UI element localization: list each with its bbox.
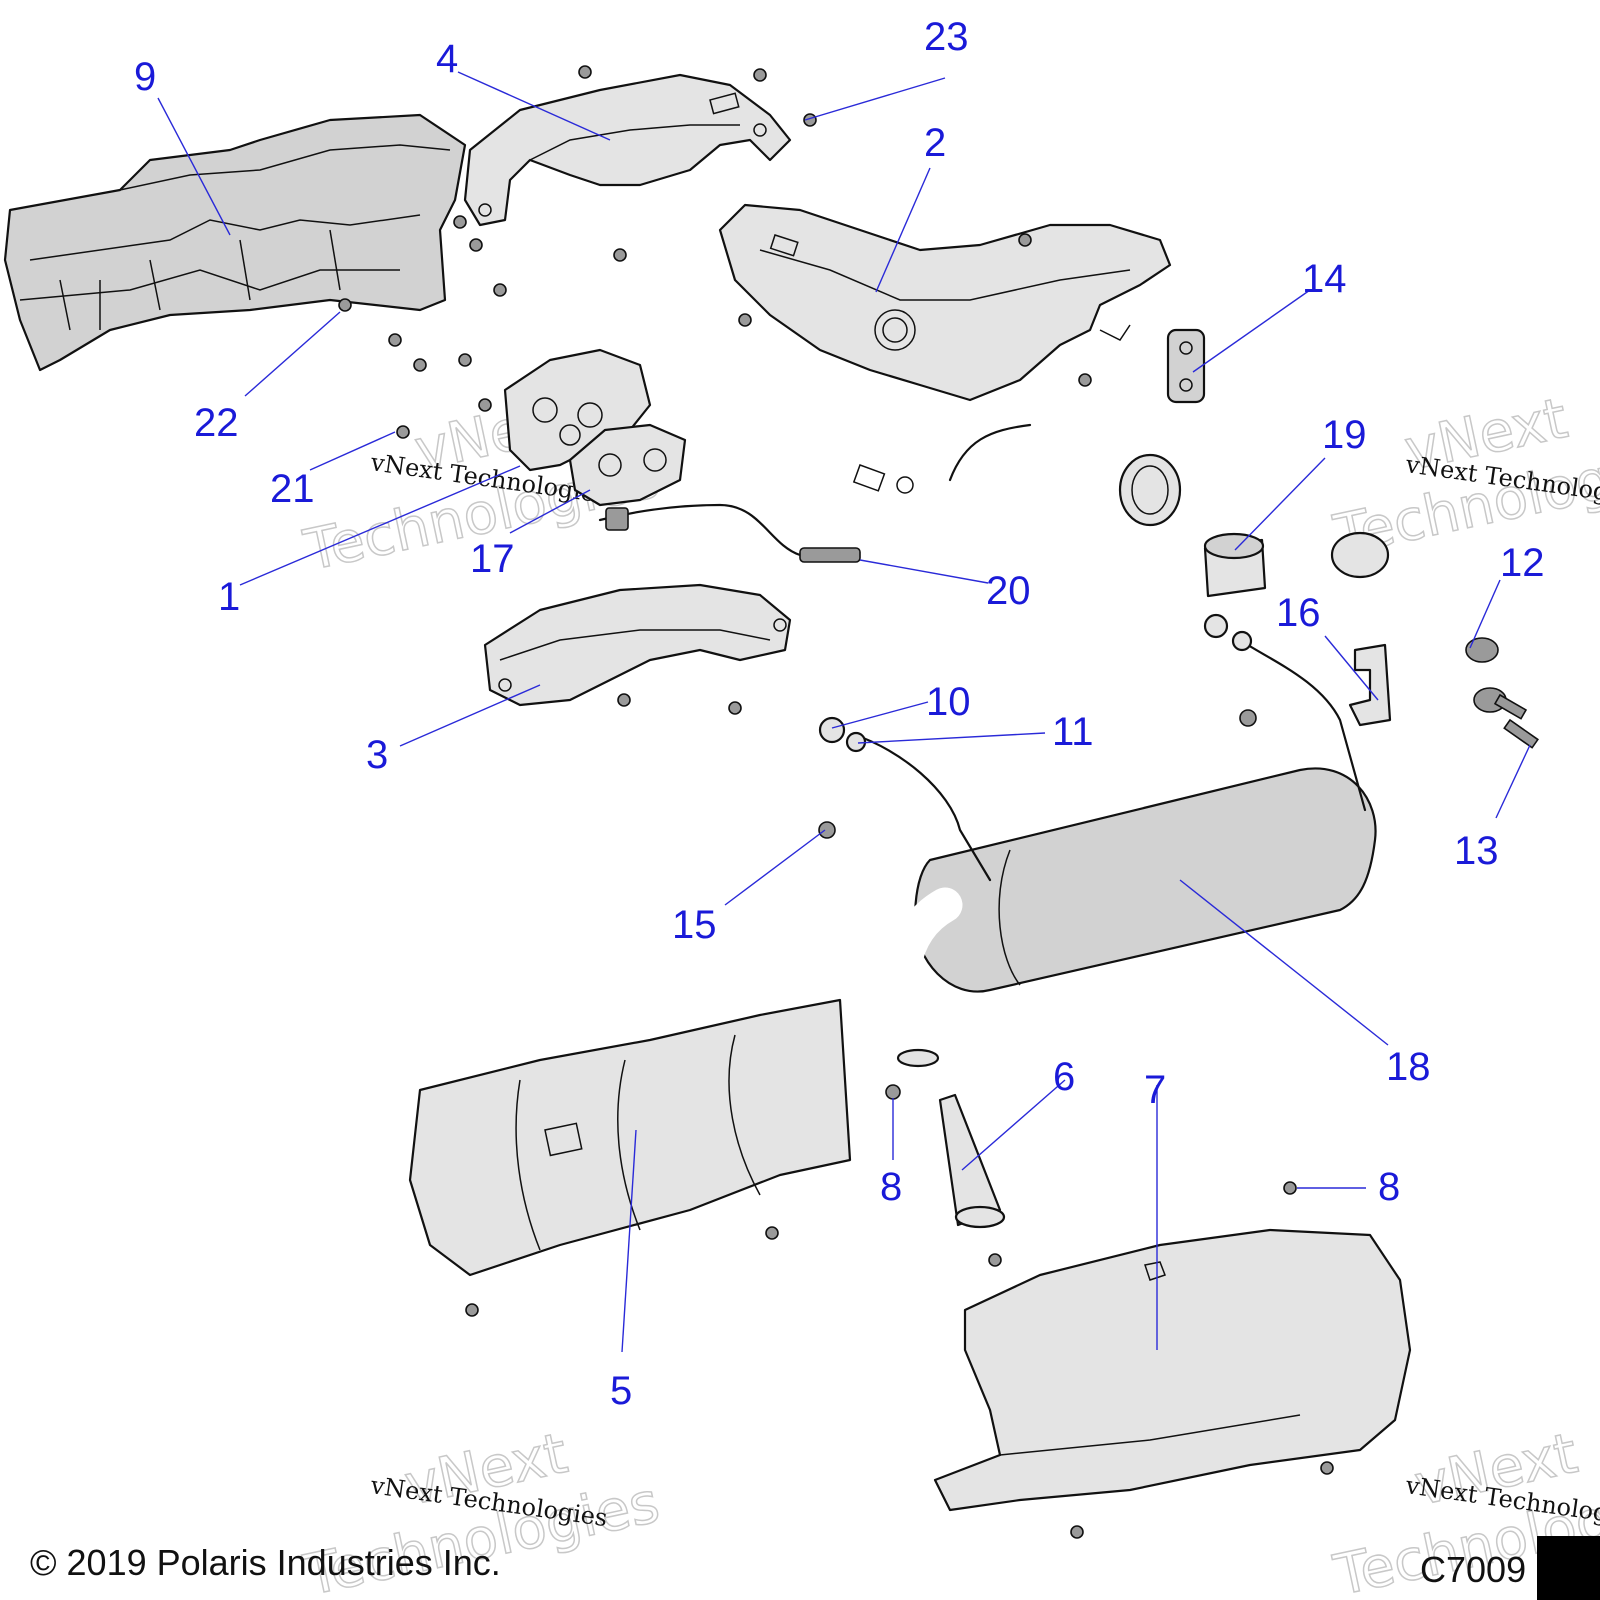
part-7-muffler-shield-right [933, 1228, 1412, 1512]
part-18-muffler [853, 531, 1455, 1073]
callout-19: 19 [1322, 413, 1367, 457]
diagram-code: C7009 [1420, 1549, 1526, 1590]
callout-9: 9 [134, 55, 156, 99]
callout-23: 23 [924, 15, 969, 59]
callout-16: 16 [1276, 591, 1321, 635]
callout-12: 12 [1500, 541, 1545, 585]
part-20-o2-sensor [598, 503, 861, 563]
callout-14: 14 [1302, 257, 1347, 301]
callout-6: 6 [1053, 1055, 1075, 1099]
callout-22: 22 [194, 401, 239, 445]
part-17-gasket [568, 423, 687, 507]
leader-lines [157, 71, 1531, 1353]
callout-15: 15 [672, 903, 717, 947]
callout-10: 10 [926, 680, 971, 724]
part-6-spark-arrestor [938, 1093, 1006, 1229]
part-9-upper-heat-shield [3, 113, 467, 372]
callout-21: 21 [270, 467, 315, 511]
part-19-seal [1203, 532, 1267, 598]
part-14-isolator [1166, 328, 1206, 404]
part-4-header-shield [463, 73, 792, 227]
callout-8-right: 8 [1378, 1165, 1400, 1209]
callout-8-left: 8 [880, 1165, 902, 1209]
callout-1: 1 [218, 575, 240, 619]
callout-7: 7 [1144, 1068, 1166, 1112]
hardware-fasteners [338, 65, 1539, 1539]
part-5-muffler-shield-left [408, 998, 852, 1277]
callout-17: 17 [470, 537, 515, 581]
copyright-notice: © 2019 Polaris Industries Inc. [30, 1542, 501, 1583]
callout-11: 11 [1052, 710, 1094, 754]
part-16-clamp [1348, 643, 1392, 727]
corner-block [1537, 1536, 1600, 1600]
callout-20: 20 [986, 569, 1031, 613]
part-3-lower-shield [483, 583, 792, 707]
callout-18: 18 [1386, 1045, 1431, 1089]
callout-5: 5 [610, 1369, 632, 1413]
callout-3: 3 [366, 733, 388, 777]
callout-numbers: 9 4 23 2 14 22 21 19 17 1 20 12 16 10 11… [134, 15, 1545, 1413]
part-1-header-pipe [503, 337, 1182, 527]
callout-2: 2 [924, 121, 946, 165]
callout-13: 13 [1454, 829, 1499, 873]
callout-4: 4 [436, 37, 458, 81]
part-2-head-pipe-shield [718, 203, 1172, 402]
